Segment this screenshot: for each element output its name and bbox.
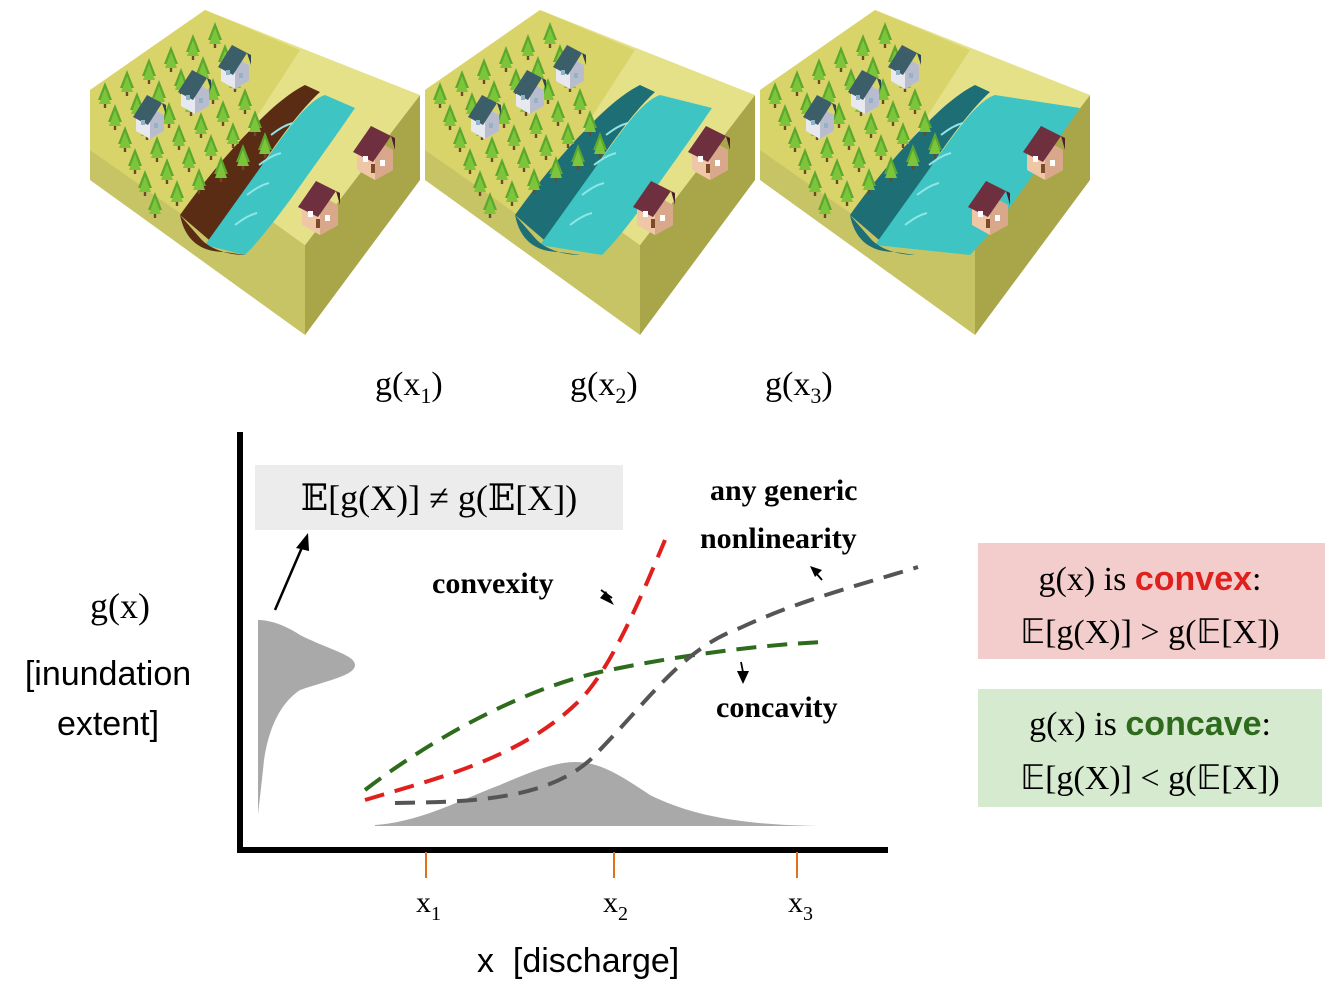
scene-label-3: g(x3) [765,366,833,408]
concave-legend-box [978,689,1322,807]
water-wave [904,212,928,226]
hillside [760,10,970,220]
y-density-curve [258,620,355,815]
water-wave [593,152,617,166]
convexity-label: convexity [432,567,554,600]
water-wave [928,152,952,166]
flood-scene-2 [425,10,755,335]
y-axis-label-line-2: [inundation [25,655,191,693]
convex-curve [364,539,667,802]
scene-label-1: g(x1) [375,366,443,408]
generic-arrowhead [810,566,822,577]
water-wave [940,122,964,136]
jensen-arrow [273,544,305,611]
water-wave [234,212,258,226]
x-tick-label-3: x3 [788,886,813,925]
hillside [425,10,635,220]
y-axis-label-line-1: g(x) [90,586,150,626]
river-water [540,95,712,255]
flood-scene-1 [90,10,420,335]
generic-label-line-2: nonlinearity [700,522,857,555]
generic-nonlinearity-curve [394,565,919,805]
jensen-inequality: 𝔼[g(X)] ≠ g(𝔼[X]) [301,478,578,518]
water-wave [569,212,593,226]
river-water [875,95,1080,255]
concave-legend-title: g(x) is concave: [1029,705,1271,743]
y-axis-label-line-3: extent] [57,705,159,743]
convexity-arrowhead [600,591,614,605]
water-wave [246,182,270,196]
concavity-arrow [740,661,744,673]
water-wave [270,122,294,136]
river-cross-section [850,215,915,255]
river-cross-section [515,215,580,255]
x-density-curve [375,762,820,826]
convex-legend-formula: 𝔼[g(X)] > g(𝔼[X]) [1020,614,1279,651]
generic-label-line-1: any generic [710,474,857,507]
flood-scene-3 [760,10,1090,335]
concavity-arrowhead [737,671,749,684]
river-water [205,95,355,255]
water-wave [581,182,605,196]
jensen-arrowhead [296,533,309,551]
convex-legend-box [978,543,1325,659]
river-cross-section [180,215,245,255]
concavity-label: concavity [716,691,838,724]
scene-label-2: g(x2) [570,366,638,408]
water-wave [258,152,282,166]
hillside [90,10,300,220]
water-wave [605,122,629,136]
x-axis-label: x [discharge] [477,942,679,980]
water-wave [916,182,940,196]
x-tick-label-2: x2 [603,886,628,925]
convex-legend-title: g(x) is convex: [1039,560,1262,598]
jensen-box [255,465,623,530]
concave-legend-formula: 𝔼[g(X)] < g(𝔼[X]) [1020,760,1279,797]
concave-curve [363,640,823,792]
x-tick-label-1: x1 [416,886,441,925]
